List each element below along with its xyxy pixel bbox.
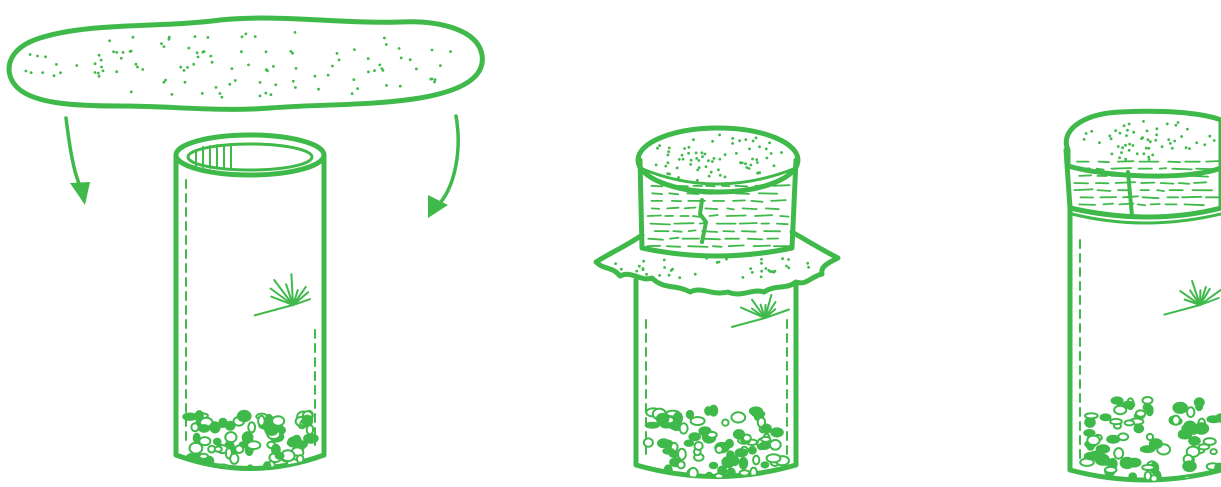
cloth-texture xyxy=(655,134,783,182)
cloth-piece xyxy=(9,18,482,109)
arrow-left-head xyxy=(70,182,90,205)
sealed-jar xyxy=(1066,111,1221,486)
cloth-texture xyxy=(1083,120,1216,161)
panel-step-3 xyxy=(1066,111,1221,486)
glass-glint xyxy=(731,295,789,327)
arrow-right-down xyxy=(440,116,458,203)
tie-band-wraps xyxy=(1074,161,1218,205)
cloth-texture xyxy=(25,31,453,99)
panel-step-2 xyxy=(596,128,838,482)
arrow-left-down xyxy=(66,118,82,190)
open-jar xyxy=(176,135,324,474)
glass-glint xyxy=(1164,281,1221,315)
covered-jar-with-frill xyxy=(596,128,838,482)
glass-glint xyxy=(254,274,310,315)
panel-step-1 xyxy=(9,18,482,473)
